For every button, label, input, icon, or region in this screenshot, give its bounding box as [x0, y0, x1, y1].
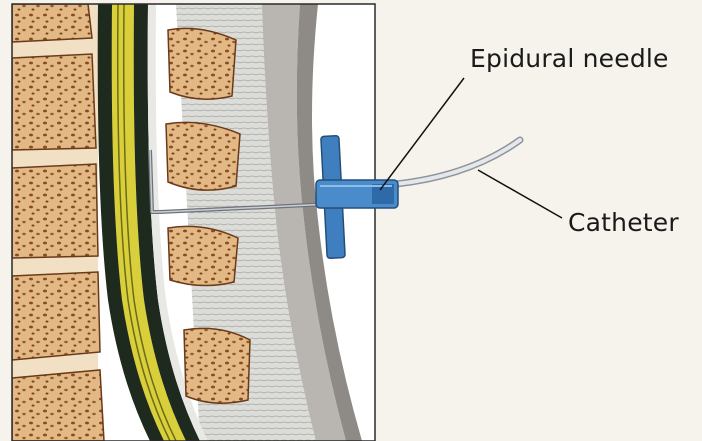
catheter-label: Catheter	[568, 208, 679, 237]
catheter-icon	[396, 140, 520, 184]
epidural-needle-label: Epidural needle	[470, 44, 669, 73]
catheter-leader-line	[478, 170, 562, 218]
